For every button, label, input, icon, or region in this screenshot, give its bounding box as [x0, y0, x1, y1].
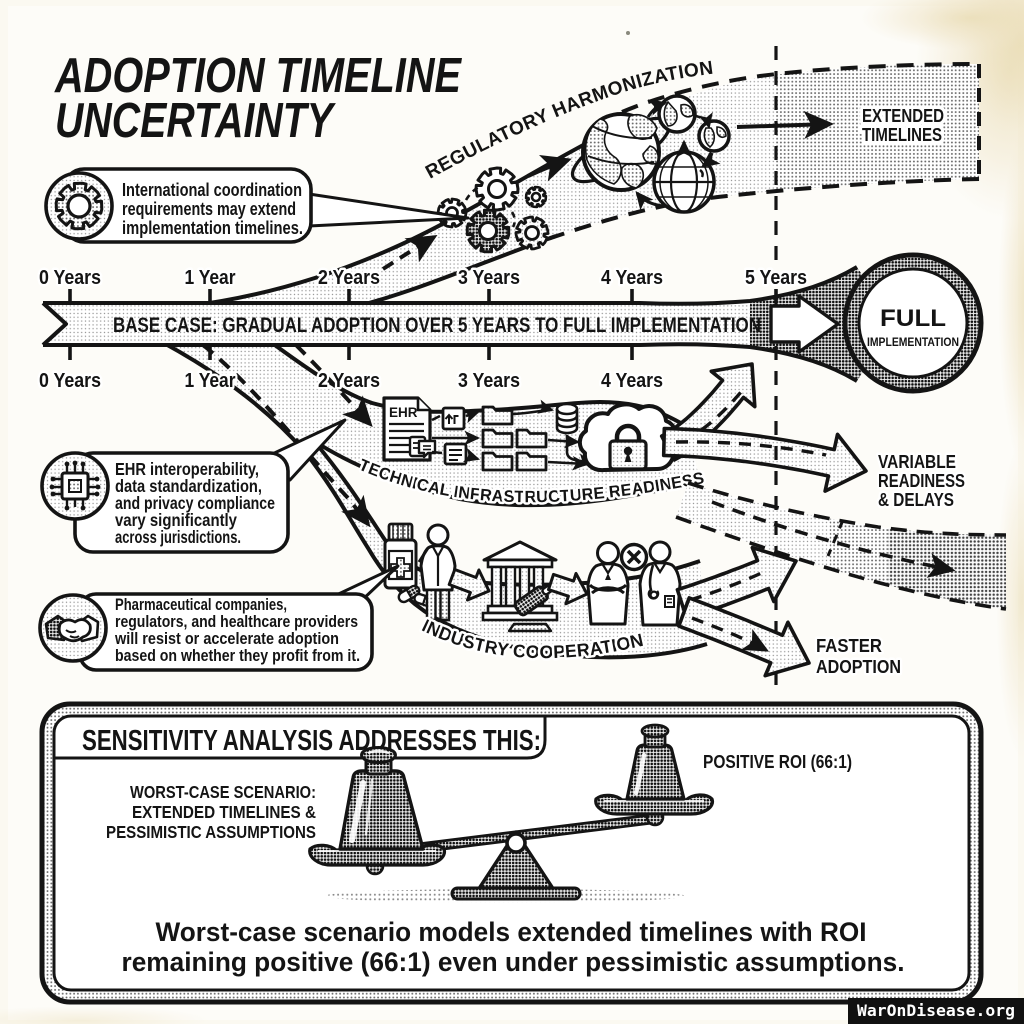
svg-text:regulators, and healthcare pro: regulators, and healthcare providers: [115, 613, 358, 631]
database-icon: [555, 402, 579, 435]
svg-text:and privacy compliance: and privacy compliance: [115, 493, 275, 513]
gear-icon: [54, 181, 104, 231]
panel-summary-2: remaining positive (66:1) even under pes…: [122, 947, 905, 977]
sensitivity-panel: SENSITIVITY ANALYSIS ADDRESSES THIS:: [39, 701, 984, 1005]
svg-text:EXTENDED: EXTENDED: [862, 106, 944, 126]
gears-to-globes-arrow: [527, 154, 572, 182]
industry-flow-arrow-1: [447, 568, 491, 602]
cloud-lock-icon: [577, 402, 678, 473]
svg-text:International coordination: International coordination: [122, 180, 302, 200]
doctors-icon: [586, 540, 682, 627]
timeline-ticks: [68, 289, 778, 360]
tick-label: 1 Year: [185, 370, 236, 392]
svg-text:requirements may extend: requirements may extend: [122, 199, 296, 219]
svg-text:TIMELINES: TIMELINES: [862, 125, 942, 145]
variable-readiness-outcome: VARIABLE READINESS & DELAYS: [876, 450, 968, 513]
svg-text:ADOPTION TIMELINE: ADOPTION TIMELINE: [54, 49, 462, 103]
svg-text:& DELAYS: & DELAYS: [878, 490, 954, 510]
variable-readiness-arrow: [661, 426, 868, 493]
panel-heading: SENSITIVITY ANALYSIS ADDRESSES THIS:: [82, 725, 541, 757]
pill-bottle-icon: [383, 522, 436, 608]
svg-text:UNCERTAINTY: UNCERTAINTY: [55, 94, 336, 148]
faster-adoption-dash: [691, 616, 769, 652]
gears-icon: [436, 166, 550, 254]
variable-readiness-arrow-dash: [675, 440, 827, 457]
page-title: ADOPTION TIMELINE UNCERTAINTY: [54, 49, 462, 148]
tick-label: 0 Years: [39, 267, 101, 289]
svg-text:READINESS: READINESS: [878, 471, 965, 491]
tick-label: 4 Years: [601, 370, 663, 392]
faster-adoption-outcome: FASTER ADOPTION: [814, 634, 904, 680]
tick-label: 3 Years: [458, 267, 520, 289]
worst-case-label-2: EXTENDED TIMELINES &: [132, 802, 316, 822]
svg-text:data standardization,: data standardization,: [115, 476, 262, 496]
tick-label: 2 Years: [318, 370, 380, 392]
flow-connectors: [431, 399, 595, 471]
handshake-icon: [44, 614, 100, 643]
worst-case-label-3: PESSIMISTIC ASSUMPTIONS: [106, 822, 316, 842]
tick-label: 2 Years: [318, 267, 380, 289]
tick-label: 5 Years: [745, 267, 807, 289]
ehr-document-icon: EHR: [382, 396, 437, 462]
globes-icon: [570, 94, 731, 214]
full-implementation-label-2: IMPLEMENTATION: [867, 335, 959, 349]
svg-text:Pharmaceutical companies,: Pharmaceutical companies,: [115, 596, 287, 614]
tick-label: 0 Years: [39, 370, 101, 392]
svg-text:vary significantly: vary significantly: [115, 510, 237, 530]
svg-text:implementation timelines.: implementation timelines.: [122, 218, 303, 238]
full-implementation-label-1: FULL: [880, 305, 946, 332]
callout-international-coordination: International coordination requirements …: [44, 167, 470, 244]
callout-pharma-cooperation: Pharmaceutical companies, regulators, an…: [38, 564, 400, 672]
svg-text:ADOPTION: ADOPTION: [816, 657, 901, 677]
paper-speck: [626, 31, 630, 35]
svg-text:VARIABLE: VARIABLE: [878, 452, 956, 472]
watermark-text: WarOnDisease.org: [857, 1001, 1015, 1020]
base-case-label: BASE CASE: GRADUAL ADOPTION OVER 5 YEARS…: [113, 313, 761, 337]
courthouse-gavel-icon: [481, 540, 565, 633]
tick-label: 1 Year: [185, 267, 236, 289]
worst-case-label-1: WORST-CASE SCENARIO:: [130, 782, 316, 802]
positive-roi-weight: [594, 723, 715, 827]
tick-label: 4 Years: [601, 267, 663, 289]
svg-text:across jurisdictions.: across jurisdictions.: [115, 527, 241, 547]
chip-icon: [49, 460, 101, 511]
extended-timelines-outcome: EXTENDED TIMELINES: [736, 103, 948, 149]
industry-flow-arrow-2: [547, 572, 589, 606]
ehr-doc-label: EHR: [389, 405, 418, 420]
svg-text:FASTER: FASTER: [816, 636, 882, 656]
full-implementation-circle: FULL IMPLEMENTATION: [842, 252, 984, 394]
pharmacist-icon: [417, 523, 457, 622]
callout-ehr-interoperability: EHR interoperability, data standardizati…: [40, 418, 347, 554]
svg-text:will resist or accelerate adop: will resist or accelerate adoption: [114, 630, 339, 648]
seesaw-illustration: [308, 723, 715, 903]
watermark-badge: WarOnDisease.org: [848, 998, 1024, 1024]
svg-text:EHR interoperability,: EHR interoperability,: [115, 459, 259, 479]
full-implementation-arrow: [769, 294, 840, 354]
timeline-top-labels: 0 Years 1 Year 2 Years 3 Years 4 Years 5…: [37, 265, 810, 292]
svg-text:based on whether they profit f: based on whether they profit from it.: [115, 647, 360, 665]
positive-roi-label: POSITIVE ROI (66:1): [703, 752, 852, 772]
tick-label: 3 Years: [458, 370, 520, 392]
panel-summary-1: Worst-case scenario models extended time…: [156, 917, 867, 947]
industry-up-fork-dash: [689, 569, 767, 602]
timeline-bottom-labels: 0 Years 1 Year 2 Years 3 Years 4 Years: [37, 368, 666, 395]
worst-case-weight: [308, 746, 447, 876]
folders-icon: [481, 405, 548, 472]
